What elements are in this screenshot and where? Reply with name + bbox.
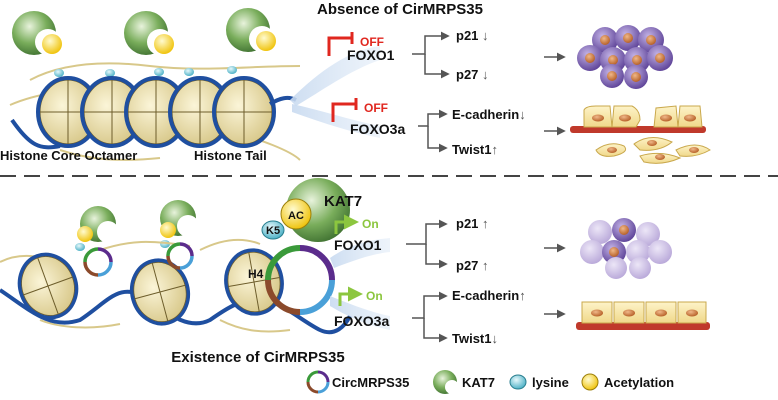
circrna-rings-bottom xyxy=(83,242,335,315)
histone-tail-label: Histone Tail xyxy=(194,148,267,163)
off-promoter-foxo1 xyxy=(327,32,354,56)
foxo3a-on-label: On xyxy=(366,289,383,303)
lysine-dot-icon xyxy=(509,374,527,390)
twist1-top: Twist1↑ xyxy=(452,142,498,157)
legend-label-lysine: lysine xyxy=(532,375,569,390)
histone-core-label: Histone Core Octamer xyxy=(0,148,137,163)
circrna-ring-icon xyxy=(306,370,330,394)
fan-foxo3a-top xyxy=(292,104,380,138)
kat7-crescent-icon xyxy=(433,370,459,394)
dna-strand-bottom xyxy=(0,288,352,335)
epithelium-emt xyxy=(570,105,711,164)
ecadherin-bottom: E-cadherin↑ xyxy=(452,288,526,303)
fan-foxo1-top xyxy=(290,46,380,106)
foxo3a-off-label: OFF xyxy=(364,101,388,115)
foxo1-off-label: OFF xyxy=(360,35,384,49)
twist1-bottom: Twist1↓ xyxy=(452,331,498,346)
on-promoter-foxo3a xyxy=(338,286,363,306)
fan-foxo1-bottom xyxy=(330,238,390,268)
acetylation-dot-icon xyxy=(581,373,599,391)
p27-bottom: p27 ↑ xyxy=(456,258,489,273)
kat7-main-label: KAT7 xyxy=(324,193,362,210)
branch-foxo1-top xyxy=(412,31,450,79)
ac-label: AC xyxy=(288,210,304,222)
kat7-complex-top xyxy=(12,8,276,55)
ecadherin-top: E-cadherin↓ xyxy=(452,107,526,122)
on-promoter-foxo1 xyxy=(334,214,359,234)
legend-label-acetylation: Acetylation xyxy=(604,375,674,390)
p21-bottom: p21 ↑ xyxy=(456,216,489,231)
fan-foxo3a-bottom xyxy=(330,296,390,330)
cell-cluster-arrested xyxy=(580,218,672,279)
legend-label-kat7: KAT7 xyxy=(462,375,495,390)
p27-top: p27 ↓ xyxy=(456,67,489,82)
nucleosome-array-top xyxy=(10,76,297,150)
kat7-complex-bottom xyxy=(75,200,199,251)
branch-foxo1-bottom xyxy=(406,219,448,269)
branch-foxo3a-bottom xyxy=(412,291,448,343)
branch-foxo3a-top xyxy=(418,109,448,153)
top-title: Absence of CirMRPS35 xyxy=(317,1,483,18)
lysine-dots-top xyxy=(54,66,237,77)
cell-cluster-proliferating xyxy=(577,25,673,89)
foxo3a-top-label: FOXO3a xyxy=(350,121,405,137)
bottom-title: Existence of CirMRPS35 xyxy=(171,349,344,366)
epithelium-intact xyxy=(576,301,710,330)
legend-label-circrna: CircMRPS35 xyxy=(332,375,409,390)
off-promoter-foxo3a xyxy=(331,98,358,122)
foxo1-top-label: FOXO1 xyxy=(347,47,395,63)
foxo1-on-label: On xyxy=(362,217,379,231)
foxo1-bottom-label: FOXO1 xyxy=(334,237,382,253)
p21-top: p21 ↓ xyxy=(456,28,489,43)
legend: CircMRPS35 KAT7 lysine Acetylation xyxy=(306,370,674,394)
nucleosome-array-bottom xyxy=(17,248,284,326)
h4-label: H4 xyxy=(248,267,264,281)
k5-label: K5 xyxy=(266,225,280,237)
kat7-enzyme-main xyxy=(261,178,350,242)
foxo3a-bottom-label: FOXO3a xyxy=(334,313,389,329)
